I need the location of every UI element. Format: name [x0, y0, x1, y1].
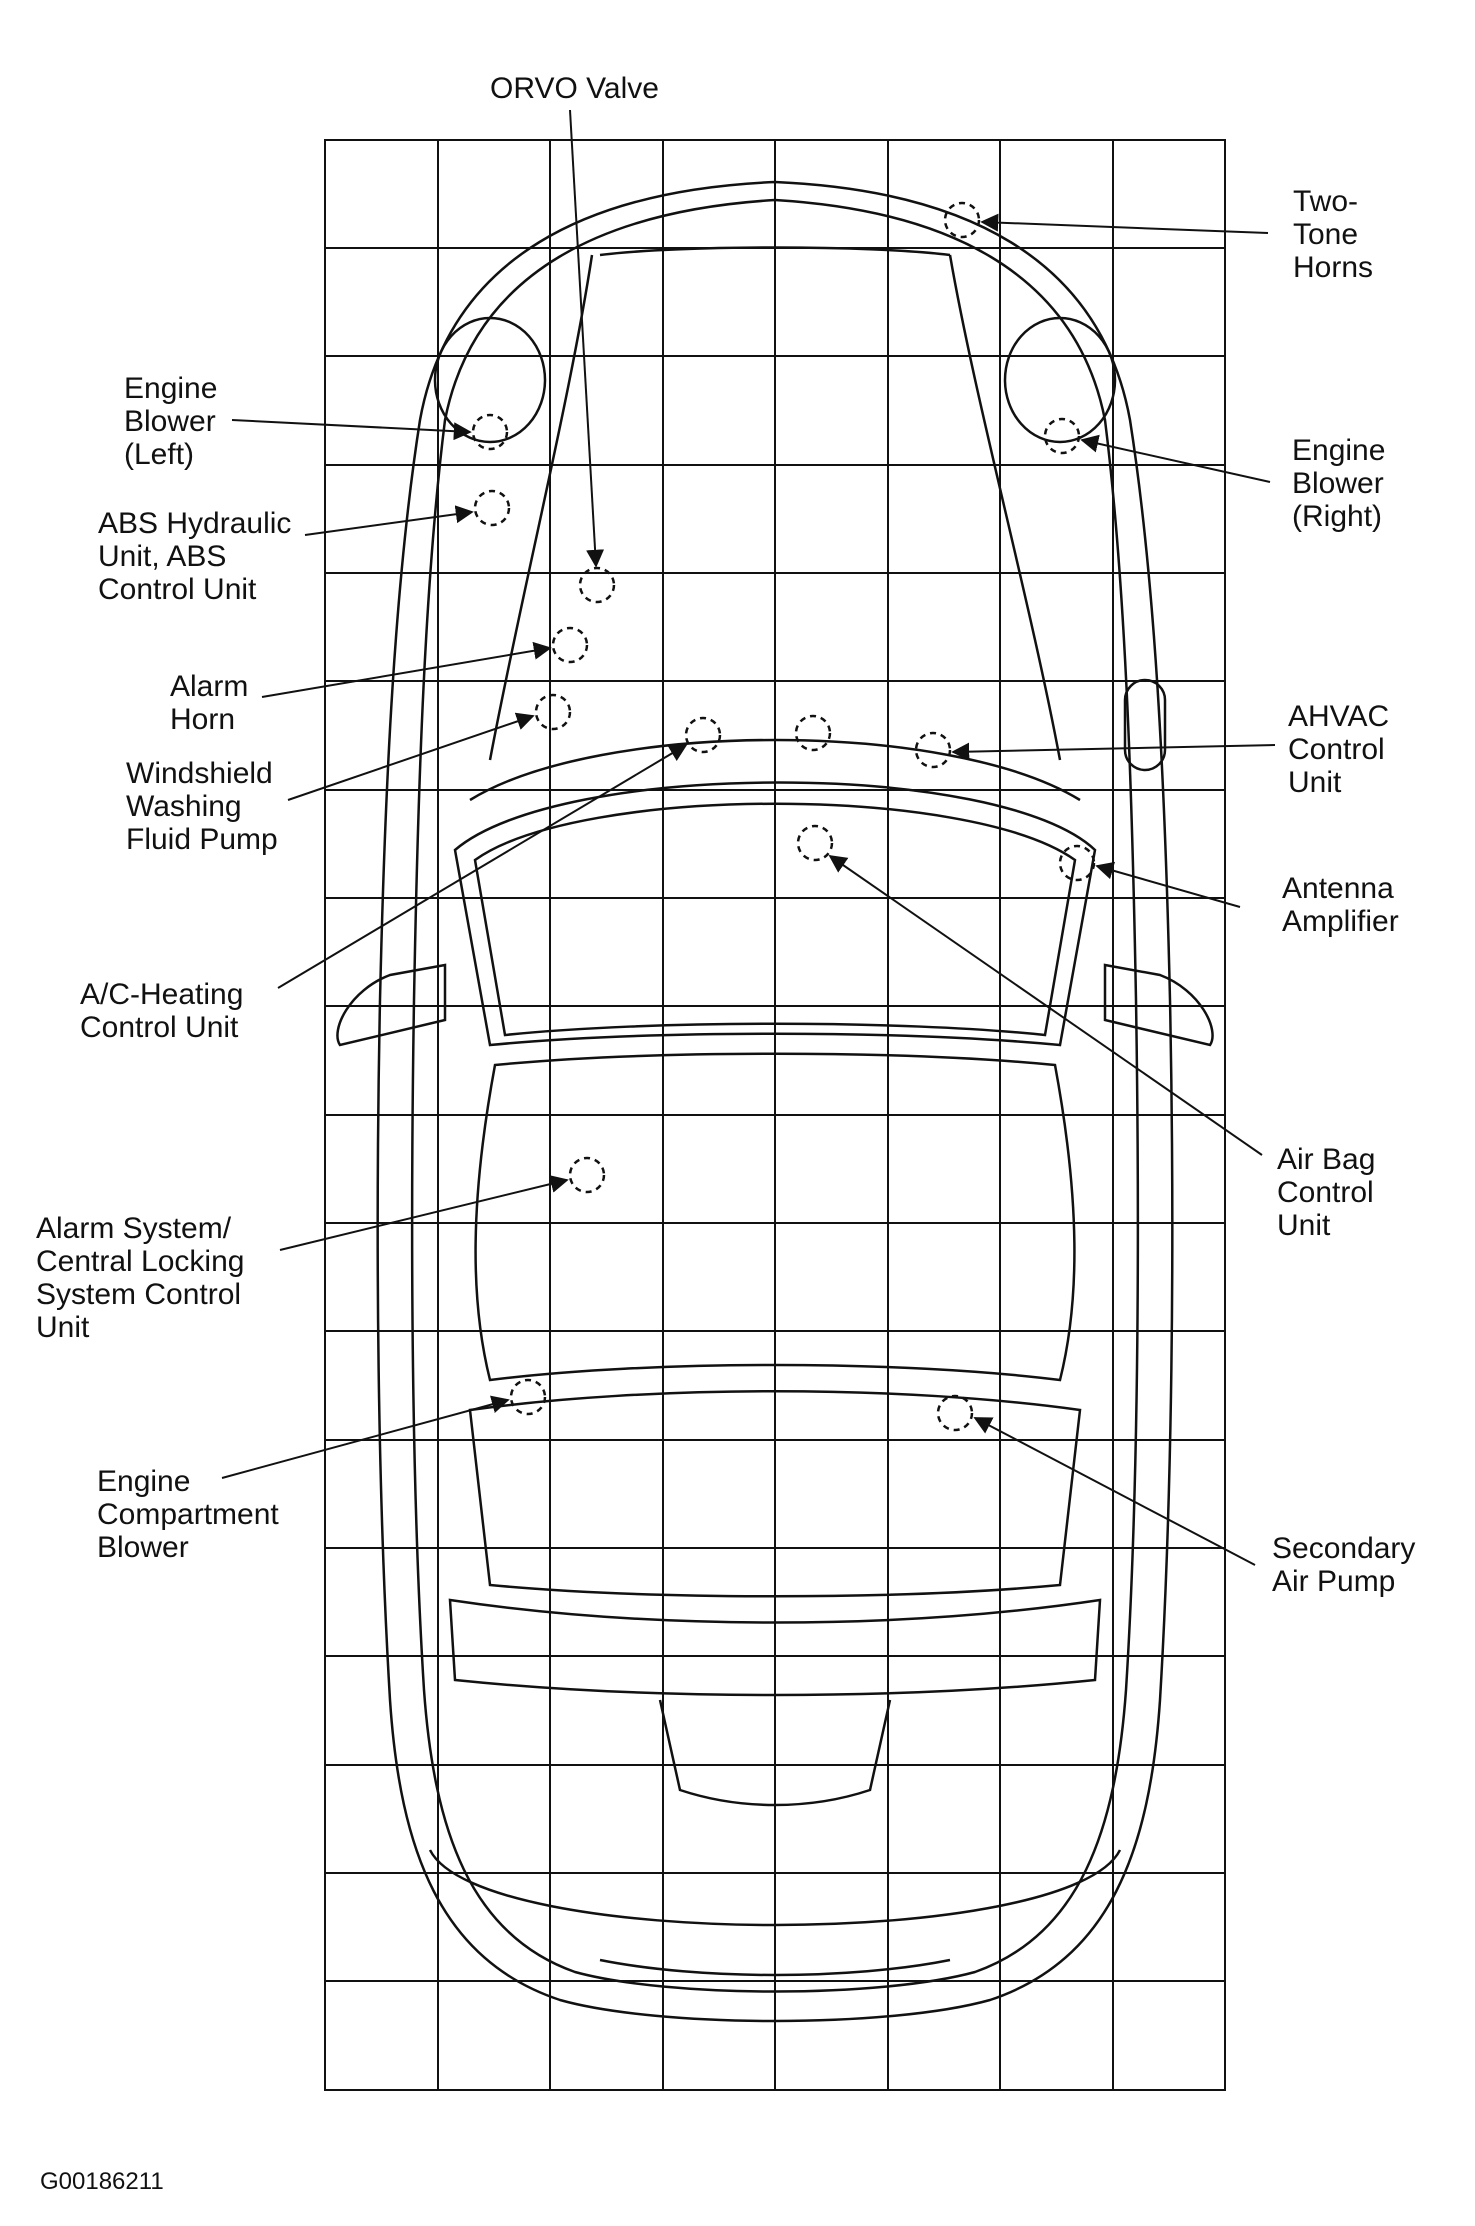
mirror-right: [1103, 963, 1214, 1047]
leader-two-tone-horns: [980, 213, 1269, 234]
rear-vent: [658, 1699, 892, 1807]
label-abs-unit: ABS Hydraulic Unit, ABS Control Unit: [98, 507, 292, 606]
marker-ac-heating-control: [684, 716, 722, 754]
marker-air-bag-control: [796, 824, 834, 862]
label-engine-compartment-blower: Engine Compartment Blower: [97, 1465, 279, 1564]
marker-alarm-horn: [551, 626, 589, 664]
marker-engine-compartment-blower: [509, 1378, 547, 1416]
marker-engine-blower-left: [471, 413, 509, 451]
leader-secondary-air-pump: [973, 1417, 1256, 1566]
car-outline: [336, 180, 1214, 2023]
marker-center-dash: [794, 714, 832, 752]
roof: [474, 1052, 1076, 1382]
leader-engine-compartment-blower: [221, 1395, 510, 1479]
label-alarm-system: Alarm System/ Central Locking System Con…: [36, 1212, 245, 1344]
label-secondary-air-pump: Secondary Air Pump: [1272, 1532, 1416, 1598]
windshield: [453, 781, 1097, 1047]
leader-ahvac-control: [951, 742, 1276, 761]
car-body-inner: [410, 198, 1140, 1993]
figure-id: G00186211: [40, 2168, 164, 2195]
headlight-left: [433, 316, 547, 444]
hood-line-left: [488, 254, 594, 761]
label-antenna-amplifier: Antenna Amplifier: [1282, 872, 1399, 938]
car-body-outer: [376, 180, 1174, 2023]
marker-orvo-valve: [578, 566, 616, 604]
cowl-line: [469, 738, 1081, 802]
leader-alarm-system: [279, 1175, 569, 1251]
leader-lines: [221, 109, 1276, 1566]
marker-washer-pump: [534, 693, 572, 731]
rear-spoiler: [428, 1849, 1122, 1927]
rear-window: [468, 1390, 1082, 1598]
leader-ac-heating-control: [277, 744, 688, 989]
leader-air-bag-control: [828, 854, 1263, 1156]
marker-secondary-air-pump: [936, 1394, 974, 1432]
leader-alarm-horn: [261, 641, 552, 698]
leader-washer-pump: [287, 712, 535, 801]
marker-two-tone-horns: [943, 201, 981, 239]
fuel-door: [1123, 678, 1167, 772]
label-two-tone-horns: Two- Tone Horns: [1293, 185, 1374, 284]
marker-antenna-amplifier: [1058, 844, 1096, 882]
leader-orvo-valve: [569, 109, 605, 568]
front-bumper: [599, 246, 951, 257]
leader-antenna-amplifier: [1095, 861, 1241, 908]
label-engine-blower-right: Engine Blower (Right): [1292, 434, 1386, 533]
marker-abs-unit: [473, 489, 511, 527]
label-alarm-horn: Alarm Horn: [170, 670, 249, 736]
mirror-left: [336, 963, 447, 1047]
rear-deck: [448, 1598, 1102, 1697]
marker-engine-blower-right: [1043, 417, 1081, 455]
label-engine-blower-left: Engine Blower (Left): [124, 372, 218, 471]
label-ahvac-control: AHVAC Control Unit: [1288, 700, 1390, 799]
hood-line-right: [948, 254, 1062, 761]
leader-engine-blower-left: [231, 419, 472, 441]
leader-engine-blower-right: [1080, 434, 1271, 483]
label-orvo-valve: ORVO Valve: [490, 72, 659, 105]
label-washer-pump: Windshield Washing Fluid Pump: [126, 757, 278, 856]
rear-bumper: [599, 1958, 951, 1977]
label-air-bag-control: Air Bag Control Unit: [1277, 1143, 1376, 1242]
marker-ahvac-control: [914, 731, 952, 769]
leader-abs-unit: [304, 505, 474, 536]
label-ac-heating-control: A/C-Heating Control Unit: [80, 978, 244, 1044]
windshield-inner: [473, 802, 1077, 1037]
marker-alarm-system: [568, 1156, 606, 1194]
component-markers: [471, 201, 1096, 1432]
headlight-right: [1003, 316, 1117, 444]
